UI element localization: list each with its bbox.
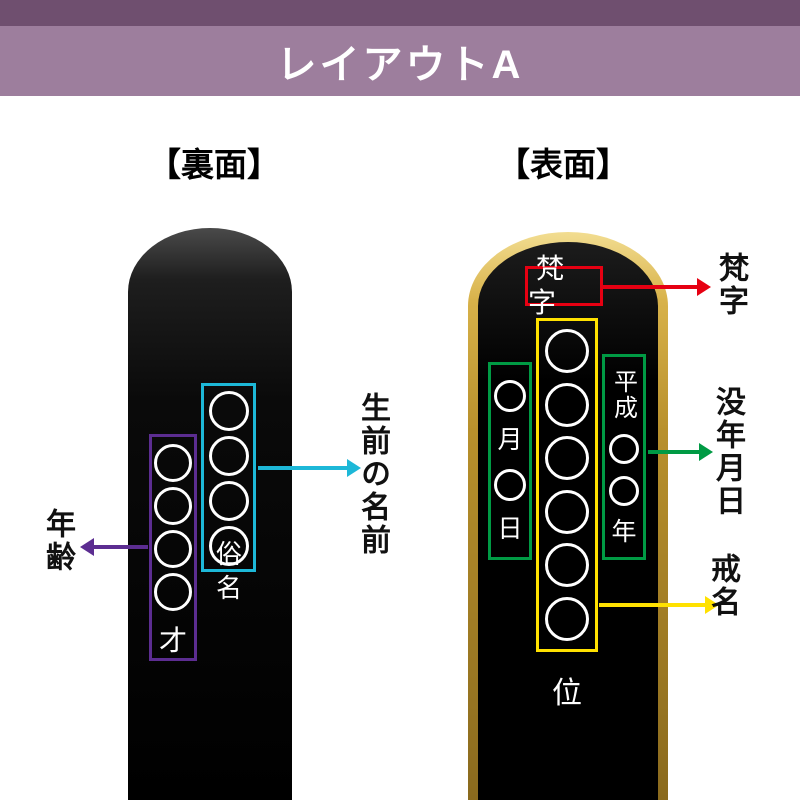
era-characters: 平成 bbox=[609, 369, 638, 422]
kanji-placeholder-circle bbox=[494, 380, 526, 413]
age-annotation: 年齢 bbox=[41, 508, 74, 574]
bonji-annotation: 梵字 bbox=[714, 252, 747, 318]
kanji-placeholder-circle bbox=[609, 433, 639, 464]
back-tablet: 俗名 才 bbox=[128, 228, 292, 800]
date-month-day-frame: 月 日 bbox=[488, 362, 532, 560]
kanji-placeholder-circle bbox=[609, 476, 639, 507]
page-title: レイアウトA bbox=[276, 43, 524, 87]
death-date-arrow bbox=[648, 450, 700, 454]
kanji-placeholder-circle bbox=[208, 526, 249, 566]
bonji-characters: 梵字 bbox=[528, 252, 573, 319]
kanji-placeholder-circle bbox=[545, 543, 589, 588]
year-character: 年 bbox=[611, 516, 637, 546]
name-column-frame bbox=[201, 383, 256, 572]
kanji-placeholder-circle bbox=[154, 573, 192, 611]
kanji-placeholder-circle bbox=[154, 444, 192, 482]
name-arrow bbox=[258, 466, 348, 470]
kanji-placeholder-circle bbox=[208, 436, 249, 476]
age-arrow bbox=[93, 545, 148, 549]
day-character: 日 bbox=[497, 513, 523, 543]
kanji-placeholder-circle bbox=[545, 596, 589, 641]
kanji-placeholder-circle bbox=[208, 481, 249, 521]
age-column-frame: 才 bbox=[149, 434, 197, 661]
front-side-heading: 【表面】 bbox=[497, 146, 629, 183]
kaimyo-annotation: 戒名 bbox=[706, 553, 739, 619]
rank-suffix-character: 位 bbox=[552, 676, 582, 711]
kanji-placeholder-circle bbox=[545, 382, 589, 427]
date-era-year-frame: 平成 年 bbox=[602, 354, 646, 560]
kaimyo-arrow bbox=[599, 603, 706, 607]
header-band: レイアウトA bbox=[0, 26, 800, 96]
kanji-placeholder-circle bbox=[154, 487, 192, 525]
bonji-arrow bbox=[603, 285, 698, 289]
kanji-placeholder-circle bbox=[545, 329, 589, 373]
back-side-heading: 【裏面】 bbox=[148, 146, 280, 183]
month-character: 月 bbox=[497, 425, 523, 455]
front-tablet: 梵字 位 月 日 平成 年 bbox=[468, 232, 668, 800]
kanji-placeholder-circle bbox=[208, 391, 249, 431]
kaimyo-column-frame bbox=[536, 318, 598, 652]
kanji-placeholder-circle bbox=[545, 489, 589, 534]
bonji-frame: 梵字 bbox=[525, 252, 603, 319]
kanji-placeholder-circle bbox=[154, 530, 192, 568]
kanji-placeholder-circle bbox=[545, 436, 589, 481]
kanji-placeholder-circle bbox=[494, 468, 526, 501]
death-date-annotation: 没年月日 bbox=[711, 386, 744, 518]
name-annotation: 生前の名前 bbox=[356, 392, 389, 557]
header-top-strip bbox=[0, 0, 800, 26]
age-suffix-character: 才 bbox=[158, 624, 187, 657]
